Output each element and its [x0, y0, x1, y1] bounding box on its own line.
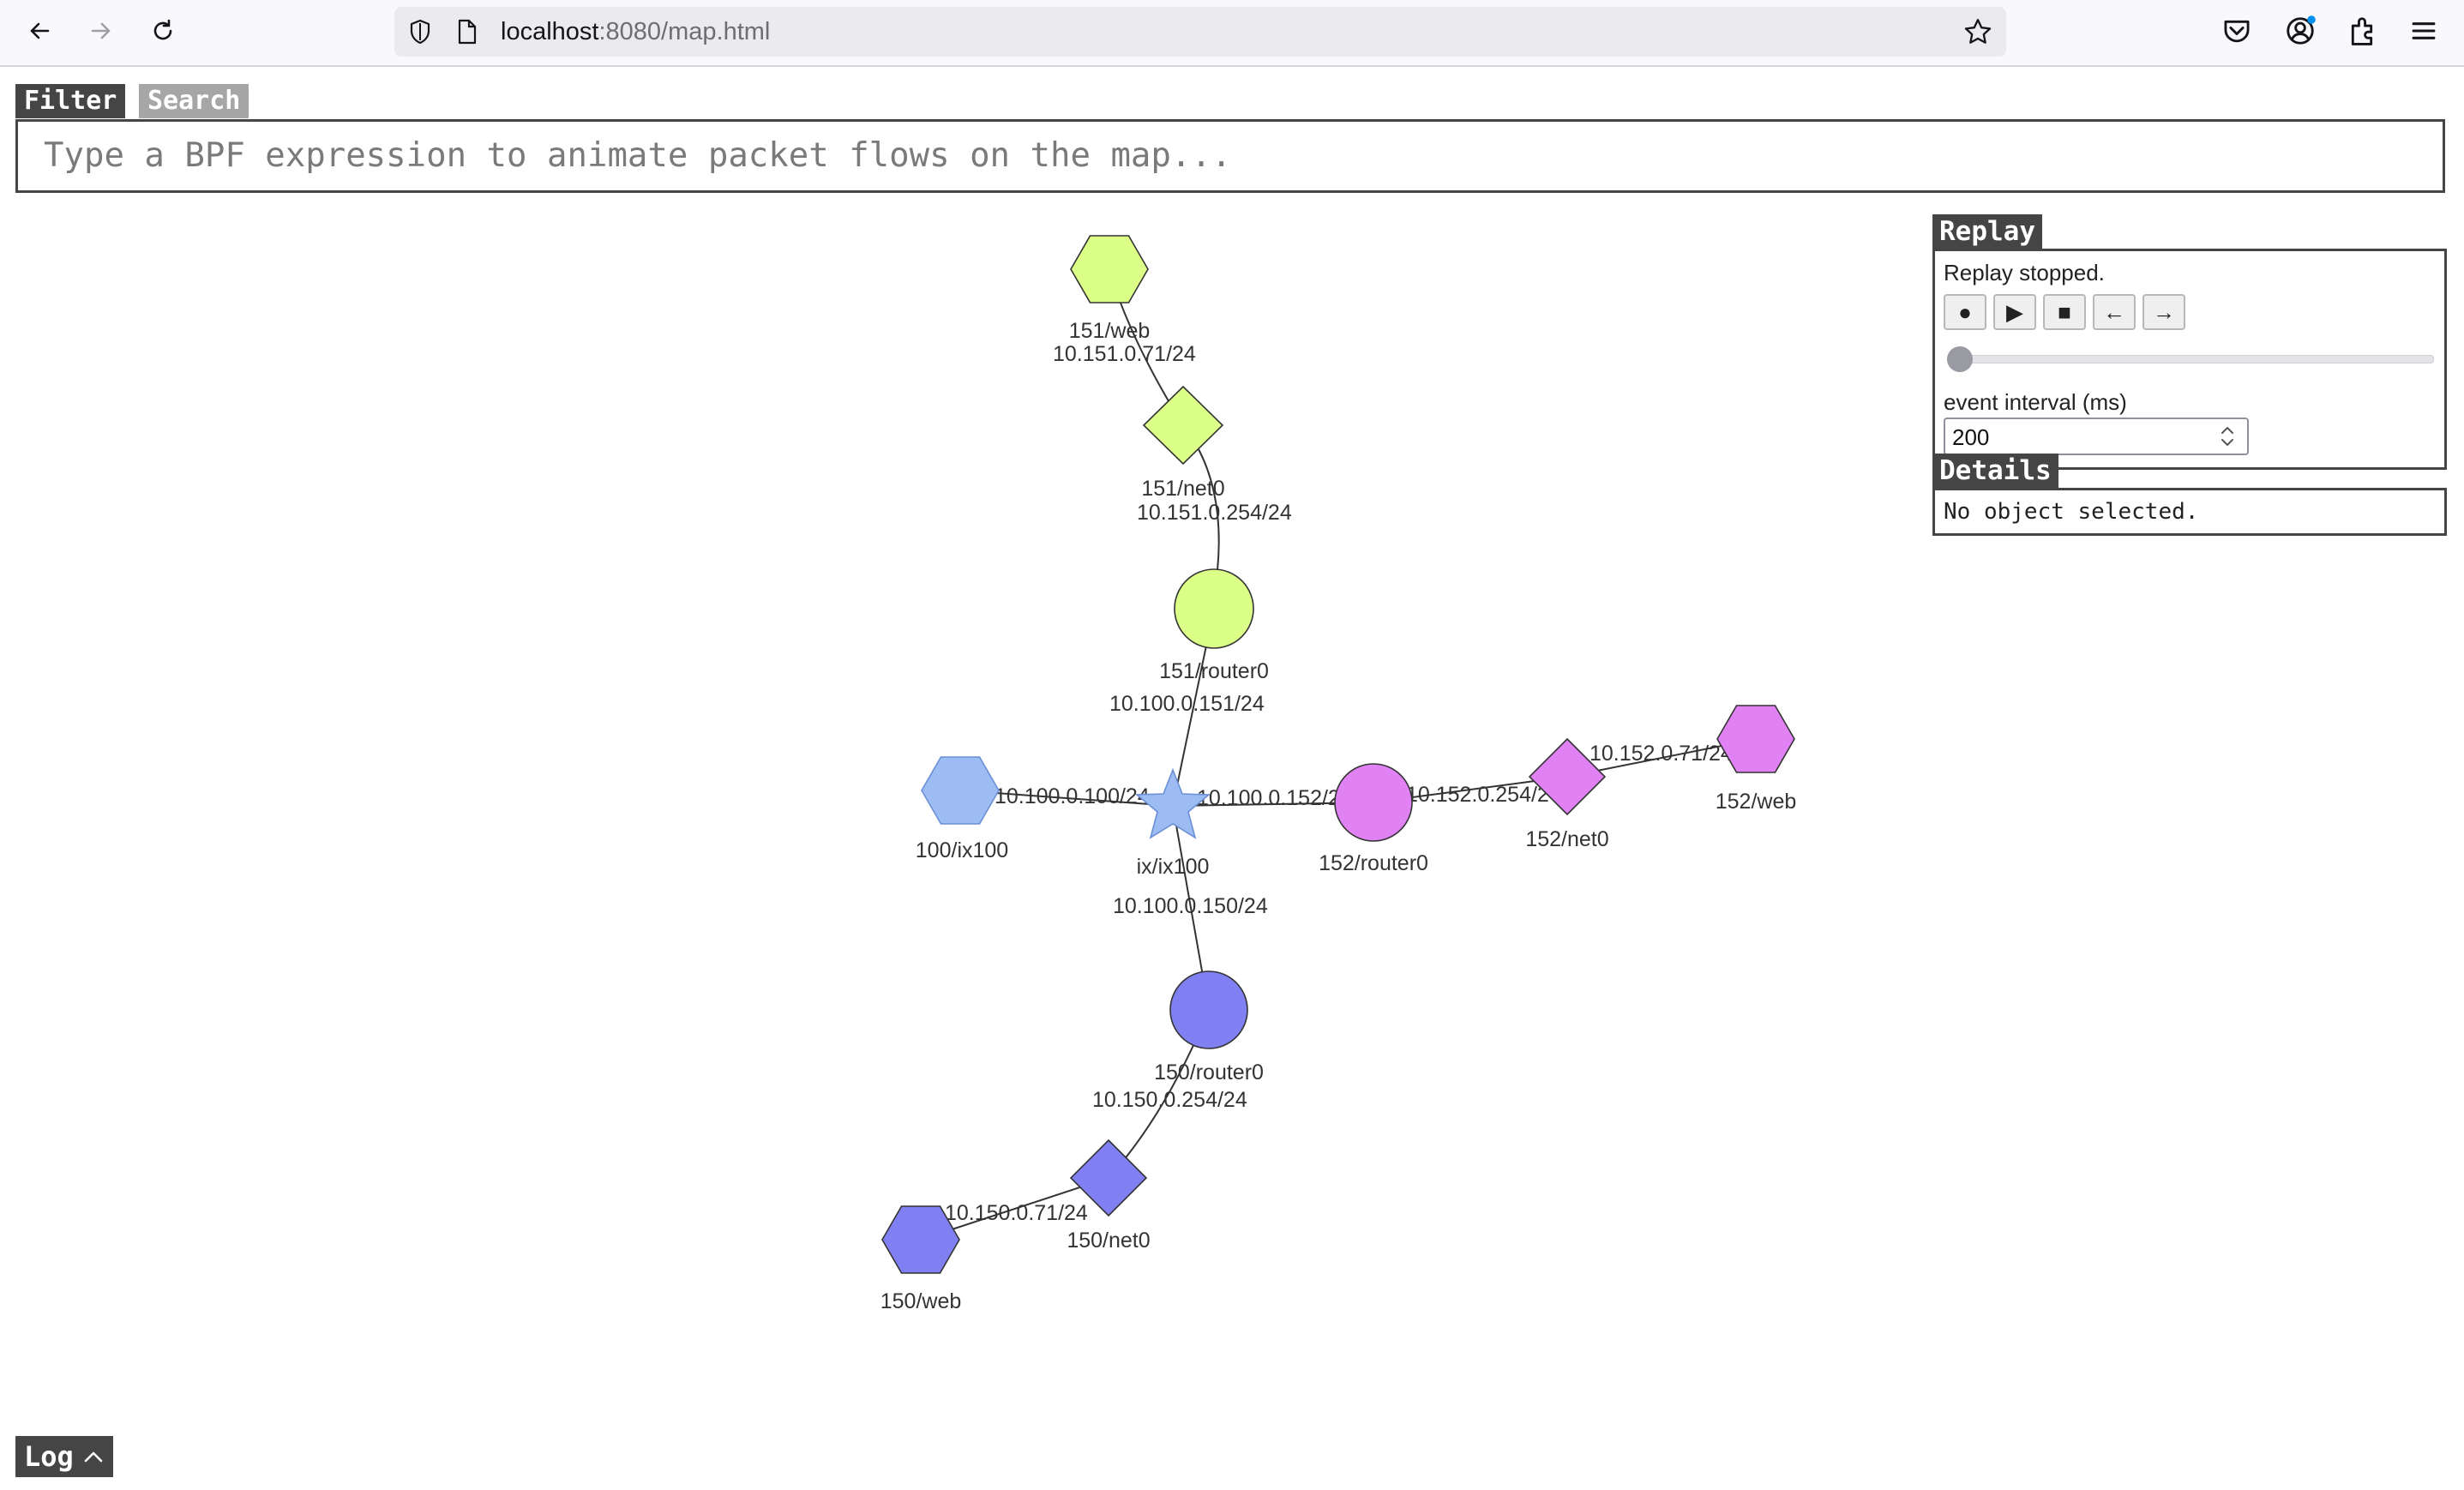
replay-status: Replay stopped.	[1944, 260, 2105, 285]
details-panel-title: Details	[1932, 454, 2058, 488]
addr-label: 10.150.0.71/24	[945, 1201, 1088, 1225]
node-151-router0[interactable]	[1174, 568, 1254, 649]
url-bar[interactable]: localhost:8080/map.html	[394, 7, 2006, 57]
node-label: 151/net0	[1141, 477, 1224, 501]
node-100-ix100[interactable]	[921, 756, 1000, 825]
step-back-button[interactable]: ←	[2093, 294, 2136, 330]
url-host: localhost	[501, 18, 599, 45]
play-icon: ▶	[2006, 298, 2023, 325]
node-ix-ix100[interactable]	[1134, 767, 1211, 839]
node-label: 100/ix100	[916, 838, 1008, 862]
account-icon[interactable]	[2284, 15, 2317, 47]
bookmark-star-icon[interactable]	[1963, 17, 1992, 46]
forward-button[interactable]	[82, 12, 120, 50]
addr-label: 10.100.0.150/24	[1113, 894, 1268, 918]
node-label: 152/net0	[1525, 827, 1608, 851]
tab-filter[interactable]: Filter	[15, 84, 126, 118]
interval-value: 200	[1952, 424, 1990, 450]
step-forward-button[interactable]: →	[2142, 294, 2185, 330]
menu-icon[interactable]	[2407, 15, 2440, 47]
node-150-net0[interactable]	[1069, 1139, 1148, 1217]
node-label: 152/web	[1716, 790, 1797, 814]
replay-slider[interactable]	[1947, 355, 2434, 363]
node-151-net0[interactable]	[1142, 385, 1224, 466]
node-150-web[interactable]	[881, 1205, 960, 1274]
addr-label: 10.152.0.254/24	[1406, 783, 1561, 807]
node-label: 150/web	[880, 1289, 962, 1313]
node-label: ix/ix100	[1137, 855, 1210, 879]
log-label: Log	[24, 1440, 74, 1473]
browser-toolbar: localhost:8080/map.html	[0, 0, 2464, 67]
addr-label: 10.151.0.254/24	[1137, 501, 1292, 525]
node-label: 150/net0	[1067, 1229, 1150, 1253]
arrow-left-icon: ←	[2103, 298, 2125, 325]
node-label: 152/router0	[1319, 851, 1428, 875]
spinner-icon[interactable]	[2215, 423, 2240, 450]
replay-panel: Replay stopped. ● ▶ ■ ← → event interval…	[1932, 249, 2447, 470]
node-label: 151/router0	[1159, 659, 1269, 683]
url-path: :8080/map.html	[598, 18, 771, 45]
replay-panel-title: Replay	[1932, 214, 2042, 249]
node-label: 151/web	[1069, 319, 1151, 343]
record-icon: ●	[1958, 298, 1972, 325]
filter-input[interactable]: Type a BPF expression to animate packet …	[15, 119, 2445, 193]
arrow-right-icon: →	[2153, 298, 2175, 325]
url-text[interactable]: localhost:8080/map.html	[501, 18, 770, 45]
node-152-router0[interactable]	[1334, 763, 1413, 842]
log-toggle[interactable]: Log	[15, 1436, 113, 1477]
shield-icon[interactable]	[406, 18, 434, 45]
pocket-icon[interactable]	[2221, 15, 2253, 47]
extensions-icon[interactable]	[2346, 15, 2378, 47]
node-151-web[interactable]	[1070, 235, 1149, 303]
replay-slider-thumb[interactable]	[1947, 346, 1973, 372]
addr-label: 10.100.0.152/24	[1197, 786, 1352, 810]
addr-label: 10.152.0.71/24	[1590, 742, 1733, 766]
interval-input[interactable]: 200	[1944, 418, 2249, 455]
arrow-right-icon	[91, 22, 111, 39]
arrow-left-icon	[30, 22, 50, 39]
interval-label: event interval (ms)	[1944, 389, 2127, 415]
play-button[interactable]: ▶	[1993, 294, 2036, 330]
details-panel: No object selected.	[1932, 488, 2447, 536]
node-label: 150/router0	[1154, 1060, 1264, 1084]
node-152-net0[interactable]	[1528, 737, 1607, 816]
page-icon[interactable]	[453, 18, 480, 45]
stop-button[interactable]: ■	[2043, 294, 2086, 330]
network-map[interactable]: 10.151.0.71/24 10.151.0.254/24 10.100.0.…	[0, 206, 1886, 1423]
details-text: No object selected.	[1944, 499, 2199, 525]
addr-label: 10.150.0.254/24	[1092, 1088, 1247, 1112]
reload-button[interactable]	[144, 12, 182, 50]
node-150-router0[interactable]	[1169, 970, 1248, 1049]
record-button[interactable]: ●	[1944, 294, 1986, 330]
addr-label: 10.100.0.100/24	[995, 784, 1150, 808]
back-button[interactable]	[21, 12, 58, 50]
stop-icon: ■	[2058, 298, 2071, 325]
addr-label: 10.100.0.151/24	[1109, 692, 1265, 716]
node-152-web[interactable]	[1716, 705, 1795, 773]
tab-search[interactable]: Search	[139, 84, 249, 118]
reload-icon	[153, 19, 172, 40]
addr-label: 10.151.0.71/24	[1053, 342, 1196, 366]
chevron-up-icon	[84, 1451, 103, 1463]
